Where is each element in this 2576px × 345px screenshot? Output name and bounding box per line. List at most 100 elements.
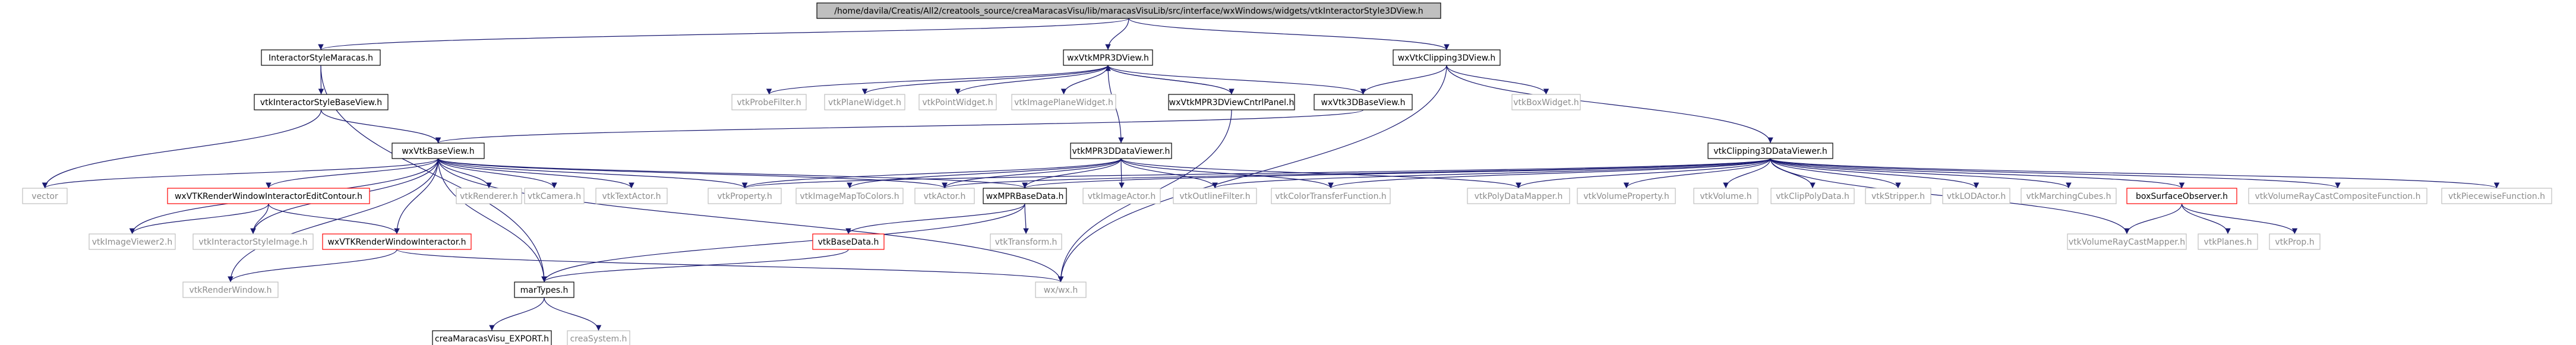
edge-clip3ddv-to-stripper <box>1770 158 1901 189</box>
node-root-box <box>816 2 1441 19</box>
node-rwiec[interactable]: wxVTKRenderWindowInteractorEditContour.h <box>167 188 370 204</box>
node-renderwin-label: vtkRenderWindow.h <box>190 286 272 295</box>
node-polymap-box <box>1467 188 1570 204</box>
node-textactor-box <box>595 188 668 204</box>
node-stripper-label: vtkStripper.h <box>1871 192 1925 201</box>
edge-clip3ddv-to-property <box>742 158 1771 189</box>
edge-rwiec-to-rwi <box>268 203 400 235</box>
node-rwi-box <box>322 233 472 250</box>
edge-mpr3ddv-to-actor <box>942 158 1122 189</box>
node-planes: vtkPlanes.h <box>2198 233 2258 250</box>
node-clip3ddv[interactable]: vtkClipping3DDataViewer.h <box>1707 143 1833 159</box>
node-imgviewer2-box <box>89 233 176 250</box>
edge-rwiec-to-isimage <box>250 203 269 235</box>
node-vrcmapper: vtkVolumeRayCastMapper.h <box>2067 233 2187 250</box>
node-martypes-label: marTypes.h <box>520 286 569 295</box>
nodes-layer: /home/davila/Creatis/All2/creatools_sour… <box>22 2 2552 345</box>
edge-mpr3dview-to-planew <box>861 65 1109 95</box>
node-outline-label: vtkOutlineFilter.h <box>1179 192 1250 201</box>
edge-clip3ddv-to-volprop <box>1623 158 1771 189</box>
edge-clip3ddv-to-polymap <box>1516 158 1771 189</box>
node-imgmap-label: vtkImageMapToColors.h <box>800 192 899 201</box>
node-export[interactable]: creaMaracasVisu_EXPORT.h <box>432 330 552 345</box>
node-boxobs[interactable]: boxSurfaceObserver.h <box>2126 188 2237 204</box>
node-polymap: vtkPolyDataMapper.h <box>1467 188 1570 204</box>
node-ctf-label: vtkColorTransferFunction.h <box>1275 192 1387 201</box>
node-volprop: vtkVolumeProperty.h <box>1577 188 1676 204</box>
node-vrccf: vtkVolumeRayCastCompositeFunction.h <box>2248 188 2427 204</box>
node-basedata-label: vtkBaseData.h <box>818 238 879 247</box>
node-vrcmapper-box <box>2067 233 2187 250</box>
node-property-label: vtkProperty.h <box>717 192 772 201</box>
node-mprcntrl[interactable]: wxVtkMPR3DViewCntrlPanel.h <box>1168 94 1295 110</box>
node-mpr3ddv[interactable]: vtkMPR3DDataViewer.h <box>1070 143 1172 159</box>
edge-basev-to-property <box>437 158 748 189</box>
node-mpr3dview-box <box>1063 49 1153 66</box>
node-basev-label: wxVtkBaseView.h <box>402 147 474 156</box>
node-clip3dview[interactable]: wxVtkClipping3DView.h <box>1393 49 1501 66</box>
node-volume-label: vtkVolume.h <box>1700 192 1751 201</box>
node-prop: vtkProp.h <box>2269 233 2321 250</box>
edge-clip3ddv-to-boxobs <box>1770 158 2185 189</box>
node-isimage-label: vtkInteractorStyleImage.h <box>198 238 307 247</box>
node-creasystem: creaSystem.h <box>567 330 630 345</box>
edge-mpr3ddv-to-imgmap <box>847 158 1122 189</box>
node-piecewise: vtkPiecewiseFunction.h <box>2441 188 2552 204</box>
edge-clip3ddv-to-volume <box>1723 158 1771 189</box>
edge-clip3ddv-to-lodactor <box>1770 158 1980 189</box>
node-isbv[interactable]: vtkInteractorStyleBaseView.h <box>254 94 389 110</box>
node-camera: vtkCamera.h <box>524 188 585 204</box>
edge-clip3dview-to-boxw <box>1446 65 1549 95</box>
node-mprbase[interactable]: wxMPRBaseData.h <box>983 188 1067 204</box>
edge-vtk3dbase-to-basev <box>435 109 1364 144</box>
node-lodactor-box <box>1942 188 2010 204</box>
node-basev[interactable]: wxVtkBaseView.h <box>392 143 485 159</box>
node-basedata[interactable]: vtkBaseData.h <box>812 233 885 250</box>
node-boxw-box <box>1511 94 1581 110</box>
node-property-box <box>708 188 782 204</box>
node-volume: vtkVolume.h <box>1693 188 1759 204</box>
edge-isbv-to-vector <box>42 109 322 189</box>
edge-mpr3dview-to-pointw <box>955 65 1109 95</box>
node-basedata-box <box>812 233 885 250</box>
node-clip3dview-box <box>1393 49 1501 66</box>
node-ctf-box <box>1271 188 1391 204</box>
node-camera-box <box>524 188 585 204</box>
node-mcubes-label: vtkMarchingCubes.h <box>2026 192 2111 201</box>
node-outline: vtkOutlineFilter.h <box>1173 188 1257 204</box>
node-transform-label: vtkTransform.h <box>995 238 1057 247</box>
node-vector-label: vector <box>31 192 58 201</box>
node-camera-label: vtkCamera.h <box>528 192 581 201</box>
edge-clip3ddv-to-ctf <box>1328 158 1771 189</box>
node-actor: vtkActor.h <box>914 188 975 204</box>
node-vtk3dbase-box <box>1314 94 1413 110</box>
node-martypes[interactable]: marTypes.h <box>514 281 574 298</box>
node-mpr3dview[interactable]: wxVtkMPR3DView.h <box>1063 49 1153 66</box>
node-wx: wx/wx.h <box>1035 281 1087 298</box>
node-vtk3dbase-label: wxVtk3DBaseView.h <box>1321 98 1406 107</box>
node-rwiec-label: wxVTKRenderWindowInteractorEditContour.h <box>175 192 362 201</box>
node-creasystem-box <box>567 330 630 345</box>
node-stripper: vtkStripper.h <box>1865 188 1931 204</box>
node-volume-box <box>1693 188 1759 204</box>
edge-rwi-to-renderwin <box>228 249 397 283</box>
node-vector-box <box>22 188 68 204</box>
node-boxobs-label: boxSurfaceObserver.h <box>2136 192 2228 201</box>
edge-root-to-mpr3dview <box>1105 18 1129 50</box>
edge-basev-to-rwiec <box>266 158 439 189</box>
node-planes-box <box>2198 233 2258 250</box>
edge-clip3ddv-to-mcubes <box>1770 158 2072 189</box>
node-ctf: vtkColorTransferFunction.h <box>1271 188 1391 204</box>
edge-boxobs-to-planes <box>2181 203 2231 235</box>
edge-clip3ddv-to-mprbase <box>1022 158 1771 189</box>
edge-clip3ddv-to-vrccf <box>1770 158 2341 189</box>
edge-mpr3ddv-to-ctf <box>1120 158 1334 189</box>
edge-martypes-to-creasystem <box>544 297 602 331</box>
node-ism-label: InteractorStyleMaracas.h <box>269 53 373 63</box>
node-vrccf-box <box>2248 188 2427 204</box>
node-ism[interactable]: InteractorStyleMaracas.h <box>261 49 381 66</box>
node-vtk3dbase[interactable]: wxVtk3DBaseView.h <box>1314 94 1413 110</box>
edge-mprbase-to-transform <box>1023 203 1029 235</box>
node-rwi[interactable]: wxVTKRenderWindowInteractor.h <box>322 233 472 250</box>
node-root[interactable]: /home/davila/Creatis/All2/creatools_sour… <box>816 2 1441 19</box>
